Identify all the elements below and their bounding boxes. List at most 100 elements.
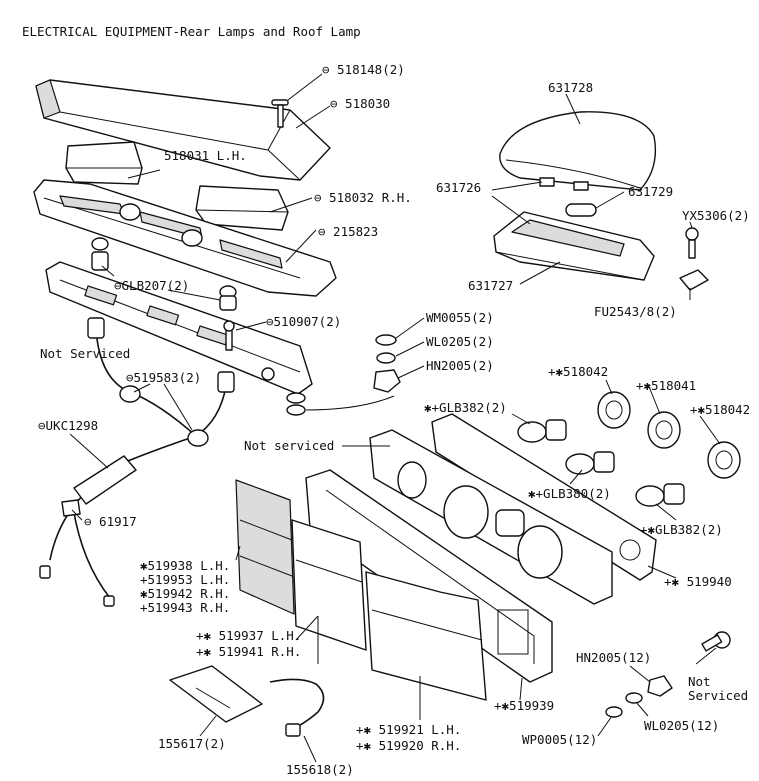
leader-61917 [71, 509, 83, 521]
harness-wire-3 [119, 435, 197, 465]
lens-right [195, 185, 289, 231]
leader-631728 [565, 93, 581, 125]
label-519921: +✱ 519921 L.H. [356, 722, 461, 737]
washer-wl0205-12 [625, 692, 643, 704]
label-518042-b: +✱518042 [690, 402, 750, 417]
leader-631729 [595, 191, 625, 209]
leader-215823 [285, 229, 317, 263]
bulb-holder-518042-b [707, 441, 741, 479]
label-not-serviced-1: Not Serviced [40, 346, 130, 361]
label-glb207: ⊖GLB207(2) [114, 278, 189, 293]
nut-stack-lower [286, 392, 306, 416]
label-519941: +✱ 519941 R.H. [196, 644, 301, 659]
diagram-title: ELECTRICAL EQUIPMENT-Rear Lamps and Roof… [22, 24, 361, 39]
label-wp0005-12: WP0005(12) [522, 732, 597, 747]
label-510907: ⊖510907(2) [266, 314, 341, 329]
label-hn2005: HN2005(2) [426, 358, 494, 373]
bulb-glb382-2 [635, 483, 685, 507]
leader-ukc1298 [69, 433, 109, 469]
label-ukc1298: ⊖UKC1298 [38, 418, 98, 433]
label-519920: +✱ 519920 R.H. [356, 738, 461, 753]
label-hn2005-12: HN2005(12) [576, 650, 651, 665]
cover-screw [271, 99, 289, 128]
bracket-lampholder-2 [217, 371, 235, 393]
leader-519940 [647, 565, 677, 579]
grommet-1 [119, 385, 141, 403]
roof-lamp-lens-631728 [499, 111, 657, 191]
leader-518148 [287, 73, 323, 101]
bulb-glb382-1 [517, 419, 567, 443]
label-glb380: ✱+GLB380(2) [528, 486, 611, 501]
leader-yx5306 [689, 221, 693, 229]
nut-fu2543 [679, 269, 709, 291]
leader-wl0205 [395, 341, 425, 357]
leader-glb382-1 [511, 413, 531, 425]
roof-lamp-cover [35, 79, 331, 181]
leader-519583-1 [133, 383, 151, 393]
leader-hn2005 [397, 365, 425, 379]
label-wm0055: WM0055(2) [426, 310, 494, 325]
label-631728: 631728 [548, 80, 593, 95]
leader-631727 [519, 261, 561, 285]
label-not-1: Not [688, 674, 711, 689]
washer-wl0205 [376, 352, 396, 364]
label-glb382-a: ✱+GLB382(2) [424, 400, 507, 415]
wire-sleeve [73, 455, 137, 505]
label-serviced-1: Serviced [688, 688, 748, 703]
bracket-lampholder-1 [87, 317, 105, 339]
plate-lamp-155617 [169, 665, 263, 723]
leader-518032 [269, 197, 313, 213]
leader-wl0205-12 [635, 701, 649, 717]
leader-518042-a [605, 379, 613, 395]
bulb-holder-518042-a [597, 391, 631, 429]
label-wl0205-12: WL0205(12) [644, 718, 719, 733]
roof-lamp-bracket [45, 261, 313, 395]
leader-hn2005-lower [305, 395, 395, 411]
label-155618: 155618(2) [286, 762, 354, 777]
label-519942: ✱519942 R.H. [140, 586, 230, 601]
harness-wire-2 [195, 385, 227, 437]
label-519940: +✱ 519940 [664, 574, 732, 589]
bulb-holder-518041 [647, 411, 681, 449]
label-518042-a: +✱518042 [548, 364, 608, 379]
festoon-bulb-1 [91, 237, 109, 271]
nut-hn2005-12 [647, 675, 673, 697]
bullet-connector [39, 565, 115, 607]
label-518031: 518031 L.H. [164, 148, 247, 163]
label-518148: ⊖ 518148(2) [322, 62, 405, 77]
festoon-bulb-2 [219, 285, 237, 311]
leader-wm0055 [395, 317, 425, 339]
leader-glb380 [569, 469, 583, 485]
leader-518042-b [699, 415, 721, 445]
leader-wp0005-12 [597, 715, 613, 737]
leader-631726-2 [491, 195, 531, 225]
leader-glb207-2 [167, 289, 221, 301]
label-519943: +519943 R.H. [140, 600, 230, 615]
mounting-stud [701, 631, 731, 652]
washer-wm0055 [375, 334, 397, 346]
leader-notserviced-2 [695, 647, 717, 665]
leader-519938 [235, 545, 241, 561]
washer-wp0005-12 [605, 706, 623, 718]
screw-yx5306 [685, 227, 699, 259]
festoon-bulb-631729 [565, 203, 597, 217]
lamp-gasket-519940 [431, 413, 657, 581]
label-631729: 631729 [628, 184, 673, 199]
label-519583: ⊖519583(2) [126, 370, 201, 385]
roof-lamp-body-631727 [493, 211, 655, 281]
leader-631726-1 [491, 181, 543, 191]
label-518030: ⊖ 518030 [330, 96, 390, 111]
label-215823: ⊖ 215823 [318, 224, 378, 239]
label-not-serviced-2: Not serviced [244, 438, 334, 453]
roof-lamp-base [33, 179, 337, 297]
leader-518030 [295, 105, 331, 129]
lamp-base-plate [369, 429, 613, 605]
label-fu2543: FU2543/8(2) [594, 304, 677, 319]
label-519953: +519953 L.H. [140, 572, 230, 587]
leader-155618 [303, 735, 317, 763]
plate-lamp-wire [269, 678, 325, 729]
bulb-glb380 [565, 451, 615, 475]
label-155617: 155617(2) [158, 736, 226, 751]
